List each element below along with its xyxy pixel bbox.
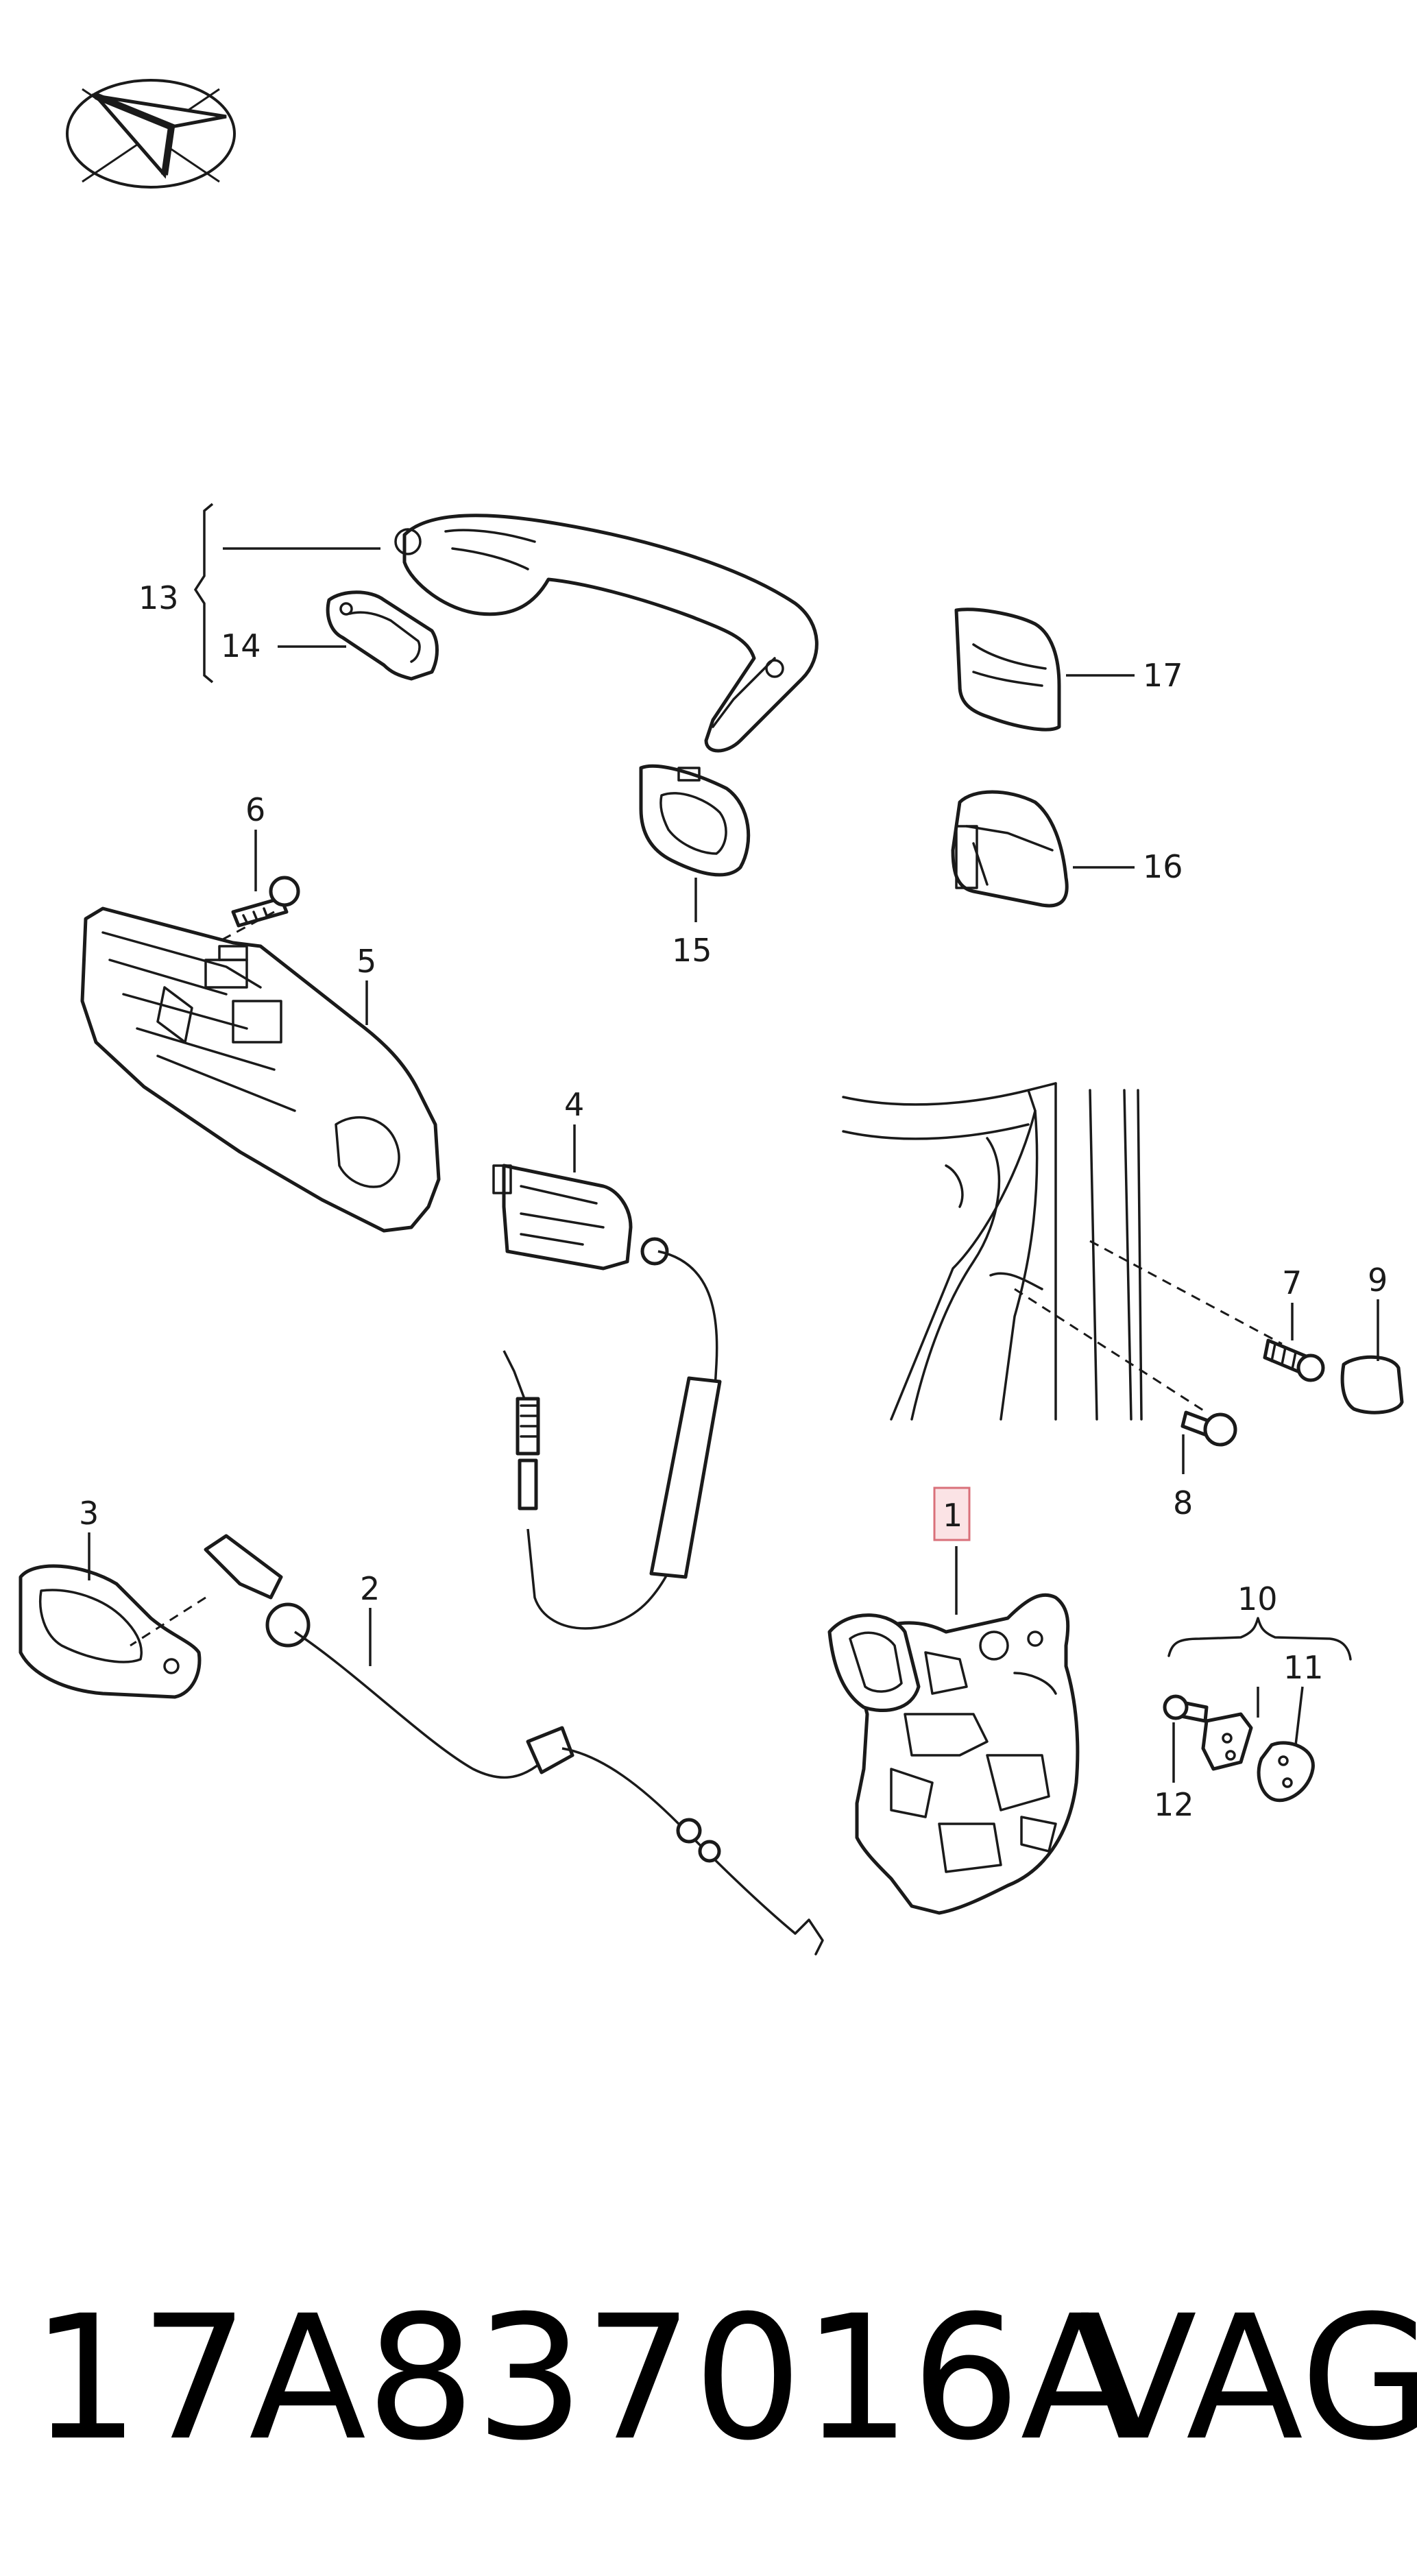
bolt-12 [1163, 1694, 1209, 1723]
door-frame [842, 1082, 1143, 1421]
callout-1-highlight [933, 1486, 971, 1541]
handle-carrier-bracket [80, 906, 441, 1233]
bowden-cable-4 [492, 1164, 722, 1630]
paper-plane-logo-icon [66, 79, 236, 189]
callout-5: 5 [356, 943, 376, 980]
striker-10 [1201, 1712, 1253, 1771]
bowden-cable-2 [204, 1534, 824, 1955]
callout-11: 11 [1283, 1649, 1324, 1686]
callout-13: 13 [138, 579, 179, 616]
callout-16: 16 [1143, 848, 1183, 885]
part-number: 17A837016A [31, 2278, 1138, 2478]
callout-10: 10 [1237, 1580, 1278, 1617]
screw-8 [1180, 1410, 1237, 1447]
callout-14: 14 [221, 627, 261, 664]
callout-1: 1 [943, 1497, 962, 1534]
alignment-lines [130, 911, 1283, 1647]
lock-cylinder-gasket [639, 764, 751, 877]
callout-7: 7 [1282, 1264, 1302, 1301]
handle-cap-lower [951, 790, 1069, 908]
callout-12: 12 [1154, 1786, 1194, 1823]
callout-leaders [88, 503, 1379, 1783]
callout-labels: 13 14 15 17 16 6 5 4 7 9 8 1 3 2 10 11 1… [79, 579, 1388, 1823]
callout-3: 3 [79, 1495, 99, 1532]
callout-6: 6 [245, 791, 265, 828]
washer-11 [1257, 1741, 1315, 1803]
callout-15: 15 [672, 932, 712, 969]
handle-gasket [326, 590, 439, 681]
callout-8: 8 [1173, 1484, 1193, 1521]
callout-9: 9 [1368, 1262, 1388, 1299]
striker-group [1163, 1617, 1352, 1803]
brand-name: VAG [1080, 2278, 1417, 2478]
door-lock-mechanism [827, 1593, 1080, 1915]
callout-4: 4 [564, 1086, 584, 1123]
outer-door-handle [394, 514, 819, 753]
handle-cap-upper [954, 607, 1061, 732]
bolt-6 [231, 876, 300, 928]
bolt-7 [1263, 1338, 1325, 1382]
callout-2: 2 [360, 1570, 380, 1607]
callout-17: 17 [1143, 657, 1183, 694]
cap-9 [1340, 1355, 1404, 1415]
inner-door-handle [19, 1564, 202, 1699]
